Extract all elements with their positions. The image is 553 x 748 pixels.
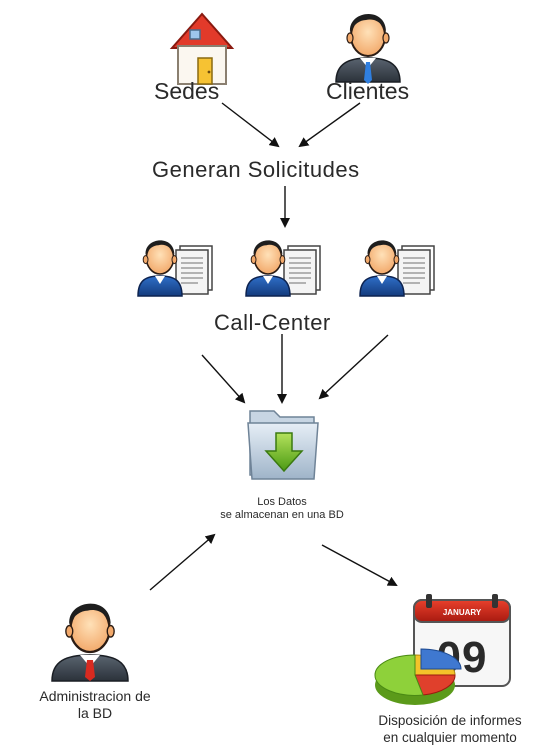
label-datos: Los Datos se almacenan en una BD: [192, 496, 372, 522]
arrow-admin-to-data: [149, 533, 216, 591]
agent-icon-1: [138, 240, 212, 296]
label-admin-line1: Administracion de: [39, 688, 151, 704]
label-datos-line2: se almacenan en una BD: [220, 509, 344, 521]
label-call-center: Call-Center: [214, 310, 331, 335]
agent-icon-3: [360, 240, 434, 296]
label-informes-line1: Disposición de informes: [378, 713, 522, 728]
businessman-icon: [335, 12, 401, 84]
label-datos-line1: Los Datos: [257, 496, 307, 508]
folder-download-icon: [247, 410, 319, 480]
arrow-data-to-informes: [321, 544, 398, 586]
label-clientes: Clientes: [326, 78, 410, 104]
agent-icon-2: [246, 240, 320, 296]
arrow-sedes-to-solicitudes: [221, 102, 280, 148]
calendar-month: JANUARY: [443, 608, 482, 617]
arrow-right-agent-to-data: [318, 334, 389, 400]
label-sedes: Sedes: [154, 78, 220, 104]
arrow-left-agent-to-data: [201, 354, 246, 404]
label-admin-line2: la BD: [77, 705, 113, 721]
businessman-red-tie-icon: [51, 602, 129, 682]
label-generan-solicitudes: Generan Solicitudes: [152, 157, 360, 182]
house-icon: [169, 12, 235, 85]
arrow-clientes-to-solicitudes: [298, 102, 361, 148]
pie-chart-icon: [374, 648, 462, 705]
arrows: [149, 102, 398, 591]
label-admin: Administracion de la BD: [5, 688, 185, 722]
label-informes-line2: en cualquier momento: [383, 730, 517, 745]
label-informes: Disposición de informes en cualquier mom…: [347, 712, 553, 746]
